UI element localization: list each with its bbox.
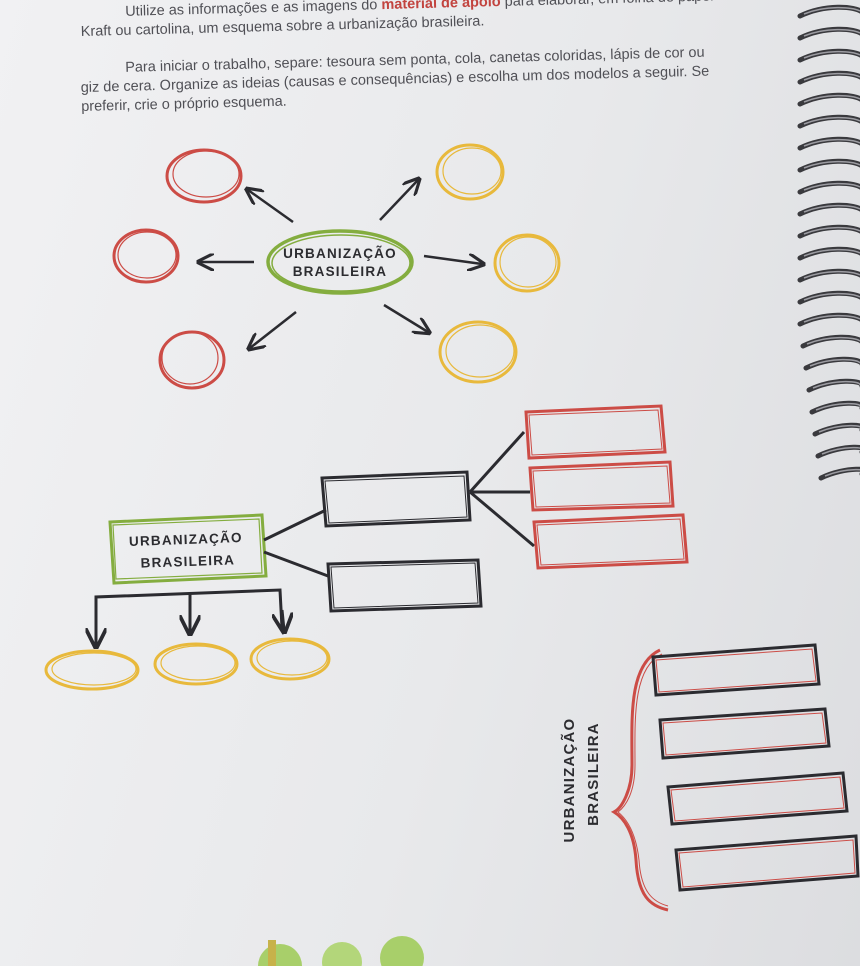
center-node	[266, 229, 414, 295]
arrow	[250, 311, 297, 348]
spiral-ring-highlight	[821, 446, 860, 455]
spiral-binding	[797, 4, 860, 481]
red-oval	[158, 330, 226, 390]
center-box-line2: BRASILEIRA	[140, 552, 235, 570]
arrow	[379, 180, 418, 221]
connector-line	[263, 550, 329, 578]
yellow-oval	[44, 649, 140, 691]
spiral-ring-highlight	[806, 336, 860, 345]
arrow	[248, 190, 294, 224]
vertical-title-line2: BRASILEIRA	[585, 722, 602, 826]
spiral-ring-highlight	[803, 314, 860, 323]
empty-box	[674, 834, 860, 892]
bracket-line	[94, 588, 284, 640]
brace-model: URBANIZAÇÃO BRASILEIRA	[560, 643, 860, 912]
spiral-ring-highlight	[812, 380, 860, 389]
empty-box	[326, 558, 483, 613]
spiral-ring-highlight	[803, 182, 860, 191]
empty-box	[651, 643, 821, 697]
spiral-ring-highlight	[815, 402, 860, 411]
spiral-ring-highlight	[803, 248, 860, 257]
spiral-ring-highlight	[803, 28, 860, 37]
spiral-ring-highlight	[824, 468, 860, 477]
spiral-ring-highlight	[803, 50, 860, 59]
red-oval	[165, 148, 243, 204]
arrow	[282, 609, 284, 630]
spiral-ring-highlight	[803, 160, 860, 169]
spiral-ring-highlight	[818, 424, 860, 433]
spiral-ring-highlight	[803, 226, 860, 235]
spiral-ring-highlight	[803, 270, 860, 279]
yellow-oval	[438, 320, 518, 384]
spiral-ring-highlight	[803, 204, 860, 213]
yellow-oval	[435, 143, 505, 201]
red-box	[524, 404, 667, 460]
red-box	[532, 513, 689, 570]
arrow	[423, 256, 482, 264]
mind-map-model: URBANIZAÇÃO BRASILEIRA	[112, 143, 561, 390]
brace	[610, 648, 669, 912]
yellow-oval	[153, 642, 239, 686]
spiral-ring-highlight	[803, 292, 860, 301]
connector-line	[263, 508, 327, 542]
spiral-ring-highlight	[803, 6, 860, 15]
spiral-ring-highlight	[803, 94, 860, 103]
yellow-oval	[493, 233, 561, 293]
spiral-ring-highlight	[803, 72, 860, 81]
red-box	[528, 460, 675, 512]
connector-line	[468, 430, 526, 494]
empty-box	[658, 707, 831, 760]
center-node-line1: URBANIZAÇÃO	[283, 246, 397, 261]
spiral-ring-highlight	[809, 358, 860, 367]
red-oval	[112, 228, 180, 284]
vertical-title-line1: URBANIZAÇÃO	[560, 718, 578, 843]
center-box-line1: URBANIZAÇÃO	[129, 530, 243, 549]
spiral-ring-highlight	[803, 138, 860, 147]
decorative-bushes	[258, 936, 424, 966]
center-node-line2: BRASILEIRA	[293, 264, 388, 279]
yellow-oval	[249, 637, 331, 681]
spiral-ring-highlight	[803, 116, 860, 125]
arrow	[383, 303, 428, 332]
connector-line	[469, 490, 535, 548]
empty-box	[666, 771, 849, 826]
empty-box	[320, 470, 472, 528]
center-box	[108, 513, 268, 585]
tree-model: URBANIZAÇÃO BRASILEIRA	[44, 404, 689, 691]
